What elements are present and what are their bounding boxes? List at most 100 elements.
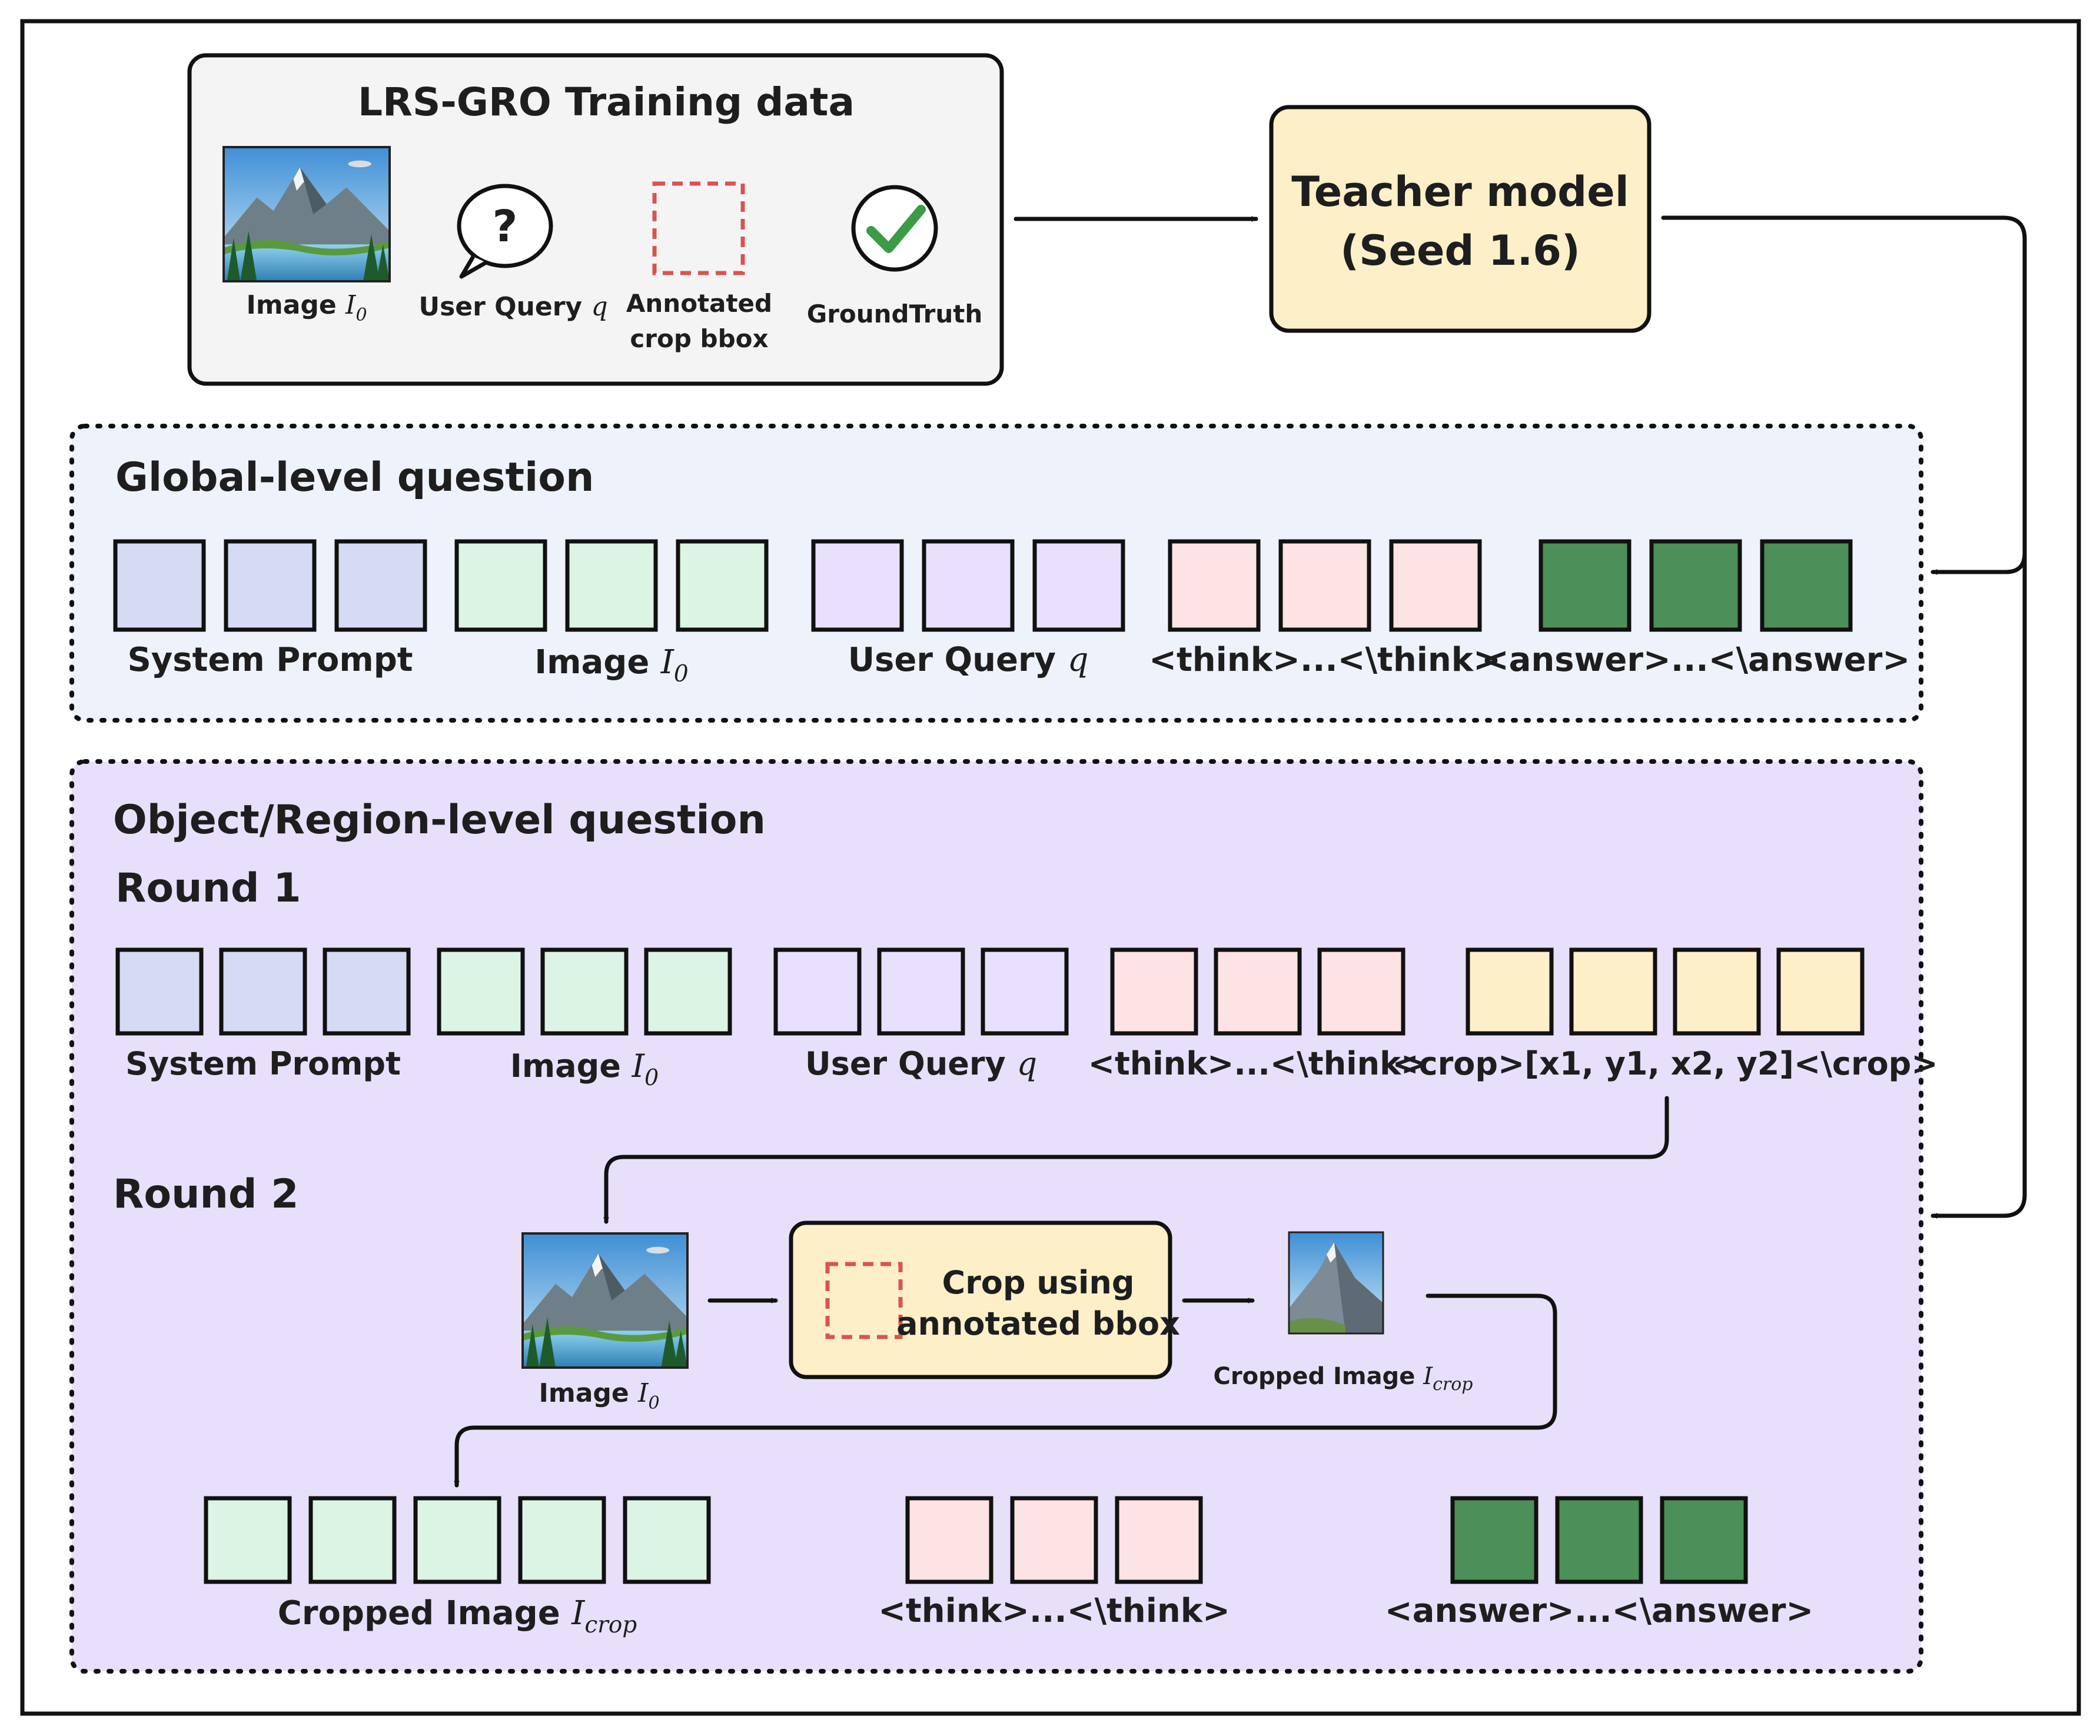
flow-arrows [457,215,2027,1488]
token-box [115,947,204,1036]
teacher-model-box: Teacher model (Seed 1.6) [1269,105,1652,333]
training-query-label: User Query q [418,292,607,322]
landscape-image-icon [222,146,391,282]
token-group-0: Cropped Image Icrop [204,1496,711,1638]
token-box [773,947,862,1036]
token-box [1168,539,1261,632]
token-group-2: User Query q [811,539,1125,679]
token-group-label: <think>...<\think> [1149,641,1501,679]
token-box [1539,539,1632,632]
token-group-2: User Query q [773,947,1069,1082]
token-box [413,1496,501,1584]
token-box [1450,1496,1539,1584]
global-section-title: Global-level question [115,454,594,501]
teacher-model-background [1269,105,1652,333]
dashed-bbox-icon [652,181,745,275]
token-group-1: Image I0 [437,947,732,1090]
token-box [204,1496,292,1584]
token-box [1649,539,1742,632]
token-box [676,539,769,632]
svg-text:?: ? [493,201,518,252]
teacher-line1: Teacher model [1291,168,1629,216]
checkmark-icon [851,185,938,272]
token-group-label: <answer>...<\answer> [1481,641,1910,679]
token-box [1110,947,1198,1036]
token-box [219,947,307,1036]
token-group-3: <think>...<\think> [1088,947,1428,1082]
cropped-image: Cropped Image Icrop [1213,1231,1473,1395]
teacher-line2: (Seed 1.6) [1340,227,1580,275]
token-group-4: <crop>[x1, y1, x2, y2]<\crop> [1392,947,1938,1082]
token-box [1115,1496,1203,1584]
token-group-label: Image I0 [510,1047,659,1090]
cropped-image-label: Cropped Image Icrop [1213,1363,1473,1395]
token-box [224,539,317,632]
token-group-label: <crop>[x1, y1, x2, y2]<\crop> [1392,1045,1938,1082]
token-group-label: <answer>...<\answer> [1385,1592,1814,1630]
token-group-label: User Query q [848,641,1089,679]
token-box [1673,947,1761,1036]
round2-token-sequence: Cropped Image Icrop <think>...<\think> <an… [204,1496,1814,1638]
token-box [454,539,547,632]
token-group-label: <think>...<\think> [878,1592,1230,1630]
training-image-label: Image I0 [246,290,367,325]
token-box [623,1496,711,1584]
token-box [323,947,411,1036]
arrow-teacher-to-round2 [1661,215,2027,1216]
object-section-title: Object/Region-level question [113,797,766,843]
token-group-label: User Query q [805,1045,1037,1082]
token-box [811,539,904,632]
token-box [1214,947,1302,1036]
token-box [113,539,206,632]
round2-source-image: Image I0 [521,1232,689,1414]
round1-title: Round 1 [115,865,301,912]
token-group-4: <answer>...<\answer> [1481,539,1910,679]
token-box [905,1496,993,1584]
token-box [1760,539,1853,632]
global-level-section: Global-level question System Prompt Image… [69,424,1923,723]
token-box [518,1496,606,1584]
object-section-background [69,759,1923,1674]
arrow-cropped-to-sequence [457,1293,1557,1488]
arrow-teacher-to-global [1930,551,2027,572]
token-group-0: System Prompt [113,539,427,679]
landscape-image-icon [521,1232,689,1369]
token-box [922,539,1015,632]
crop-line1: Crop using [942,1264,1134,1301]
token-box [877,947,965,1036]
bbox-label-line2: crop bbox [630,324,768,353]
token-box [308,1496,397,1584]
token-group-label: <think>...<\think> [1088,1045,1428,1082]
token-box [540,947,629,1036]
training-data-title: LRS-GRO Training data [358,79,855,125]
arrow-crop-coords-to-image [606,1096,1669,1224]
question-bubble-icon: ? [457,184,553,279]
token-group-label: System Prompt [125,1045,401,1082]
token-group-label: Cropped Image Icrop [278,1594,637,1638]
dashed-bbox-icon [825,1262,903,1339]
token-box [1010,1496,1098,1584]
token-box [1776,947,1865,1036]
token-box [1278,539,1371,632]
token-group-0: System Prompt [115,947,411,1082]
global-token-sequence: System Prompt Image I0 User Query q <think>… [113,539,1910,687]
mountain-crop-icon [1288,1231,1384,1335]
token-box [1032,539,1125,632]
token-group-1: <think>...<\think> [878,1496,1230,1630]
token-box [1466,947,1554,1036]
token-group-1: Image I0 [454,539,769,687]
training-data-panel: LRS-GRO Training data Image I0 ? User Qu… [187,53,1004,386]
token-box [1317,947,1405,1036]
token-group-label: Image I0 [534,643,689,687]
token-box [565,539,658,632]
token-group-label: System Prompt [127,641,413,679]
token-box [1389,539,1482,632]
round2-image-label: Image I0 [539,1378,659,1414]
token-group-3: <think>...<\think> [1149,539,1501,679]
token-box [644,947,732,1036]
round1-token-sequence: System Prompt Image I0 User Query q <think>… [115,947,1938,1090]
round2-title: Round 2 [113,1171,299,1218]
token-box [981,947,1069,1036]
groundtruth-label: GroundTruth [807,300,983,328]
token-box [1569,947,1657,1036]
